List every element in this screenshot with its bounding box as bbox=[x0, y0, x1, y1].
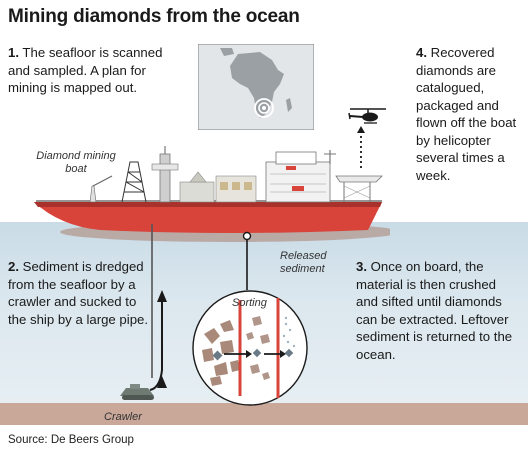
boat-label: Diamond mining boat bbox=[36, 150, 116, 175]
seafloor bbox=[0, 403, 528, 425]
derrick-tower bbox=[121, 161, 147, 203]
step-1: 1. The seafloor is scanned and sampled. … bbox=[8, 44, 188, 97]
sorting-label: Sorting bbox=[232, 297, 267, 309]
step-3-number: 3. bbox=[356, 259, 367, 274]
helicopter-icon bbox=[348, 108, 386, 124]
diamond-mining-boat bbox=[34, 146, 390, 242]
sorting-process-diagram bbox=[192, 290, 308, 406]
right-arrow-icon bbox=[246, 350, 252, 358]
released-sediment-label: Released sediment bbox=[280, 250, 327, 275]
step-3: 3. Once on board, the material is then c… bbox=[356, 258, 516, 363]
step-1-text: The seafloor is scanned and sampled. A p… bbox=[8, 45, 163, 95]
boat-bridge bbox=[265, 161, 331, 203]
step-4-number: 4. bbox=[416, 45, 427, 60]
target-icon bbox=[254, 98, 274, 118]
helicopter-transfer-line bbox=[357, 126, 365, 168]
crawler-vehicle bbox=[120, 384, 154, 400]
helideck bbox=[335, 175, 383, 183]
right-arrow-icon bbox=[280, 350, 286, 358]
step-4-text: Recovered diamonds are catalogued, packa… bbox=[416, 45, 517, 183]
source-credit: Source: De Beers Group bbox=[8, 434, 134, 446]
sediment-flow-arrow bbox=[149, 298, 163, 391]
step-1-number: 1. bbox=[8, 45, 19, 60]
step-2: 2. Sediment is dredged from the seafloor… bbox=[8, 258, 158, 328]
step-4: 4. Recovered diamonds are catalogued, pa… bbox=[416, 44, 526, 184]
seafloor-scan-map bbox=[198, 44, 314, 130]
step-3-text: Once on board, the material is then crus… bbox=[356, 259, 513, 362]
up-arrow-icon bbox=[157, 290, 167, 302]
rock-fragments bbox=[202, 320, 240, 386]
boat-hull bbox=[34, 202, 382, 233]
up-arrow-icon bbox=[357, 126, 365, 133]
step-2-number: 2. bbox=[8, 259, 19, 274]
step-2-text: Sediment is dredged from the seafloor by… bbox=[8, 259, 149, 327]
page-title: Mining diamonds from the ocean bbox=[8, 6, 300, 27]
dredge-pipe-diagram bbox=[149, 224, 252, 391]
crawler-label: Crawler bbox=[104, 411, 142, 423]
